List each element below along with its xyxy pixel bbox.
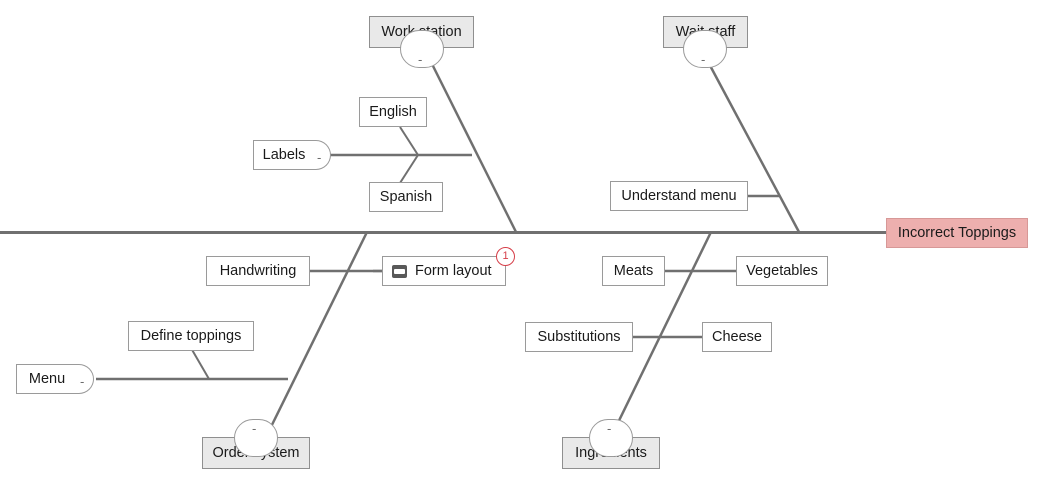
- collapse-toggle-order-system[interactable]: -: [234, 419, 278, 457]
- collapse-arc-order-system: [234, 419, 278, 457]
- cause-node-spanish[interactable]: Spanish: [369, 182, 443, 212]
- cause-node-form-layout[interactable]: Form layout: [382, 256, 506, 286]
- collapse-toggle-menu[interactable]: -: [77, 364, 94, 394]
- bone-order-system: [264, 231, 369, 438]
- cause-label-substitutions: Substitutions: [537, 328, 621, 345]
- effect-node-incorrect-toppings[interactable]: Incorrect Toppings: [886, 218, 1028, 248]
- cause-label-labels: Labels: [262, 146, 306, 163]
- cause-label-handwriting: Handwriting: [219, 262, 297, 279]
- cause-node-understand-menu[interactable]: Understand menu: [610, 181, 748, 211]
- collapse-glyph-menu: -: [80, 374, 85, 389]
- cause-label-understand-menu: Understand menu: [621, 187, 737, 204]
- collapse-glyph-work-station: -: [418, 52, 423, 67]
- cause-node-substitutions[interactable]: Substitutions: [525, 322, 633, 352]
- cause-node-labels[interactable]: Labels: [253, 140, 315, 170]
- cause-node-english[interactable]: English: [359, 97, 427, 127]
- twig-define-toppings: [190, 347, 210, 380]
- cause-label-menu: Menu: [28, 370, 66, 387]
- bone-work-station: [427, 57, 518, 233]
- collapse-arc-work-station: [400, 30, 444, 68]
- collapse-glyph-labels: -: [317, 150, 322, 165]
- bone-wait-staff: [704, 57, 801, 233]
- cause-label-spanish: Spanish: [379, 188, 433, 205]
- twig-english: [399, 126, 419, 156]
- cause-label-cheese: Cheese: [712, 328, 762, 345]
- collapse-toggle-ingredients[interactable]: -: [589, 419, 633, 457]
- cause-label-form-layout: Form layout: [415, 262, 492, 279]
- cause-node-menu[interactable]: Menu: [16, 364, 78, 394]
- collapse-toggle-work-station[interactable]: -: [400, 30, 444, 70]
- collapse-toggle-labels[interactable]: -: [314, 140, 331, 170]
- collapse-glyph-wait-staff: -: [701, 52, 706, 67]
- cause-node-meats[interactable]: Meats: [602, 256, 665, 286]
- collapse-glyph-order-system: -: [252, 421, 257, 436]
- cause-node-cheese[interactable]: Cheese: [702, 322, 772, 352]
- twig-spanish: [399, 154, 419, 184]
- note-icon: [392, 264, 407, 278]
- cause-label-vegetables: Vegetables: [746, 262, 818, 279]
- cause-node-handwriting[interactable]: Handwriting: [206, 256, 310, 286]
- cause-label-english: English: [369, 103, 417, 120]
- cause-node-define-toppings[interactable]: Define toppings: [128, 321, 254, 351]
- comment-count-badge[interactable]: 1: [496, 247, 515, 266]
- cause-node-vegetables[interactable]: Vegetables: [736, 256, 828, 286]
- cause-label-define-toppings: Define toppings: [140, 327, 242, 344]
- effect-label: Incorrect Toppings: [897, 224, 1017, 241]
- collapse-glyph-ingredients: -: [607, 421, 612, 436]
- comment-count-value: 1: [502, 250, 509, 262]
- collapse-arc-ingredients: [589, 419, 633, 457]
- cause-label-meats: Meats: [613, 262, 654, 279]
- bone-ingredients: [609, 231, 713, 438]
- collapse-toggle-wait-staff[interactable]: -: [683, 30, 727, 70]
- collapse-arc-wait-staff: [683, 30, 727, 68]
